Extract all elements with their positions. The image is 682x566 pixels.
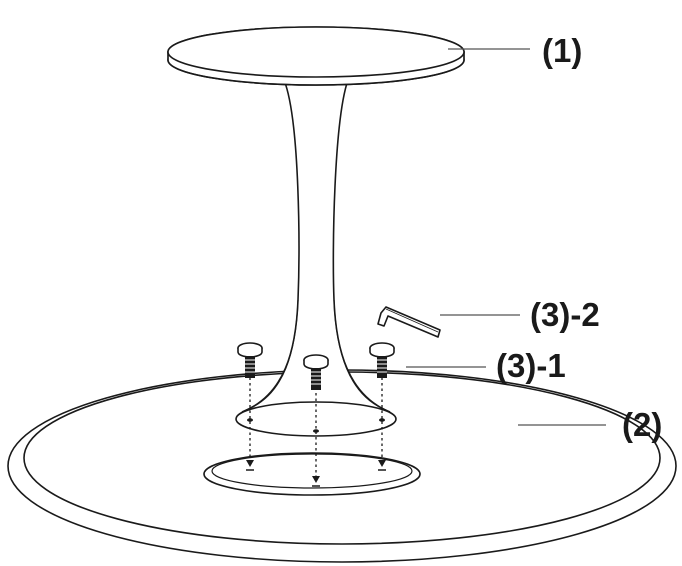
table-top [167, 26, 465, 86]
allen-key-icon [377, 306, 441, 338]
flange-hole [379, 418, 385, 422]
base-mount-recess [203, 452, 421, 496]
flange-hole [313, 429, 319, 433]
label-part-1: (1) [542, 32, 582, 69]
flange-hole [247, 418, 253, 422]
label-part-3-1: (3)-1 [496, 347, 566, 384]
pedestal-column [235, 79, 397, 437]
label-part-3-2: (3)-2 [530, 296, 600, 333]
label-part-2: (2) [622, 406, 662, 443]
screw-icon [237, 342, 263, 378]
assembly-guides [246, 372, 386, 487]
screw-icon [303, 354, 329, 390]
screw-icon [369, 342, 395, 378]
